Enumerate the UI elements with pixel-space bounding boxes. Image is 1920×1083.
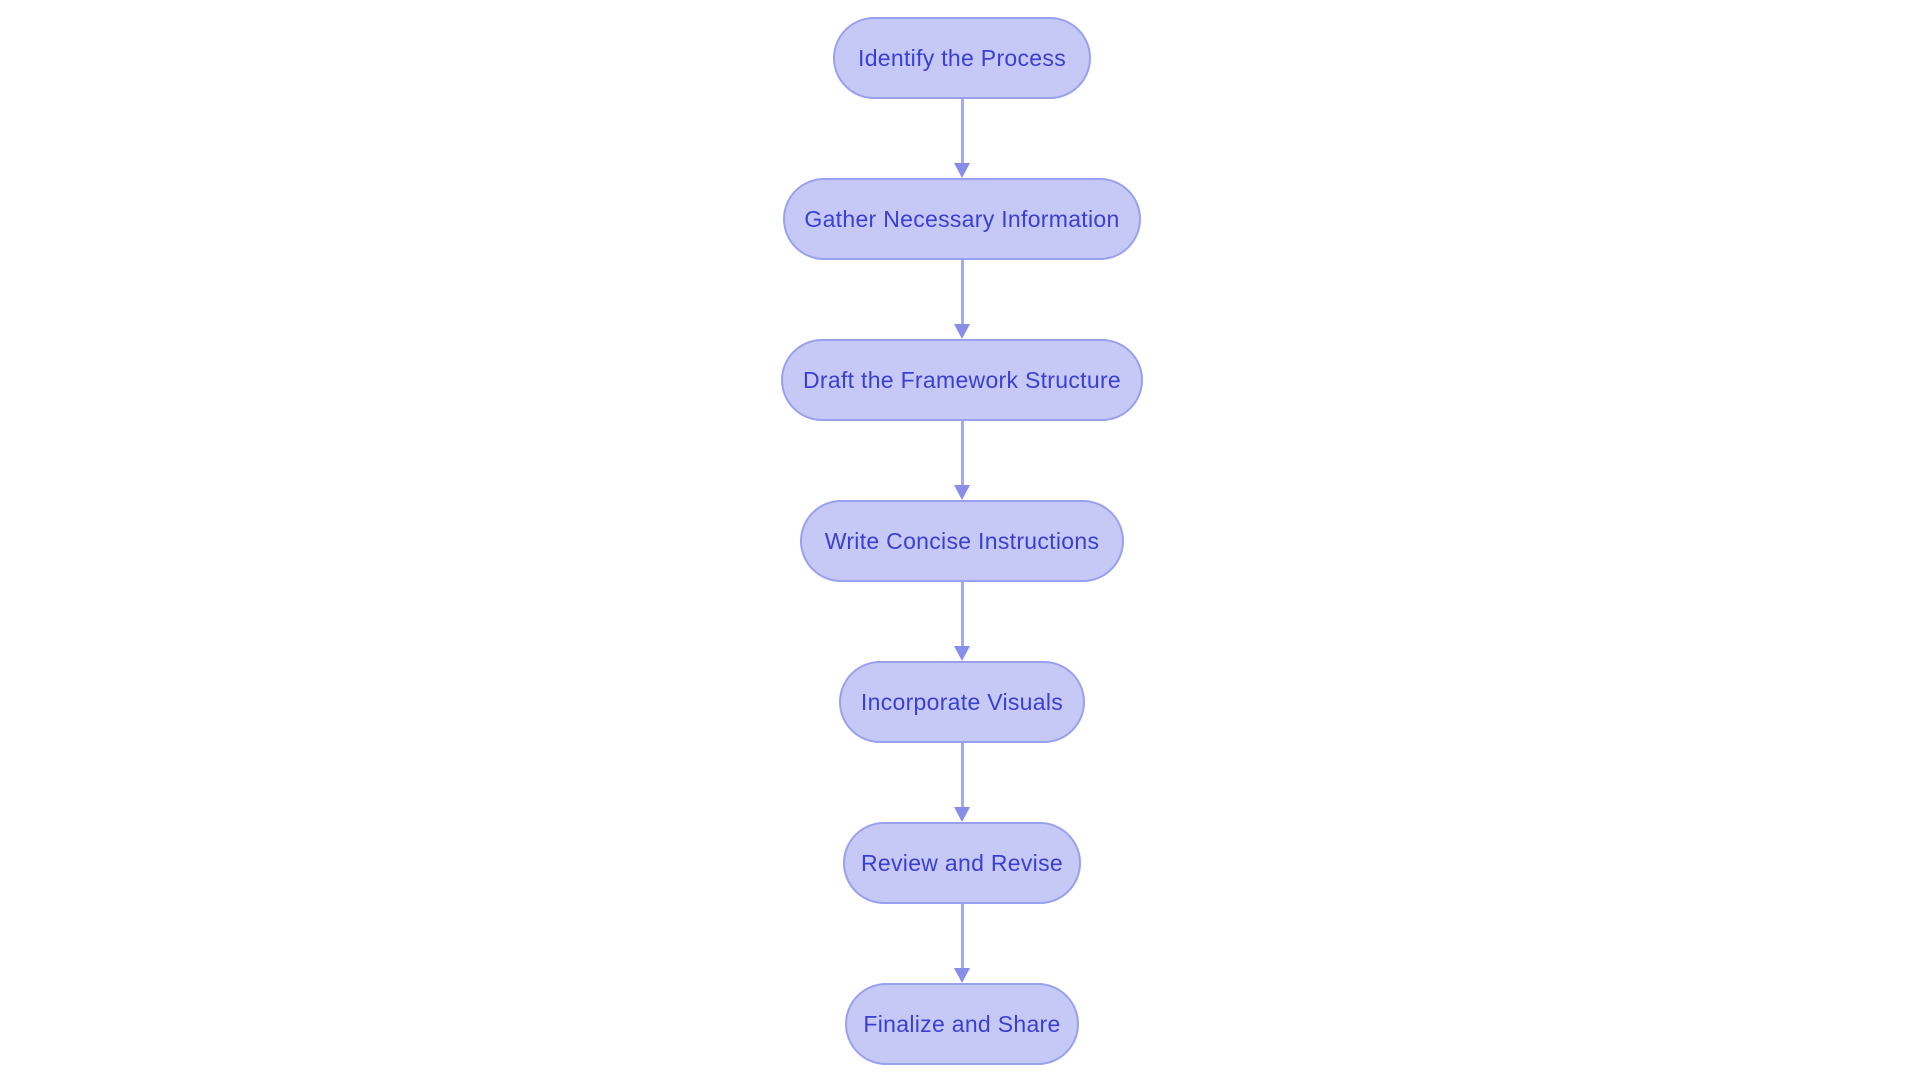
- node-label: Gather Necessary Information: [804, 205, 1120, 232]
- arrow-head-icon: [954, 968, 970, 983]
- flow-node-incorporate-visuals: Incorporate Visuals: [839, 661, 1085, 743]
- arrow-head-icon: [954, 646, 970, 661]
- flow-node-gather-necessary-information: Gather Necessary Information: [783, 178, 1141, 260]
- arrow-stem: [960, 99, 964, 163]
- arrow-stem: [960, 743, 964, 807]
- flow-arrow-4: [954, 582, 970, 661]
- flow-arrow-1: [954, 99, 970, 178]
- flow-arrow-6: [954, 904, 970, 983]
- arrow-stem: [960, 421, 964, 485]
- arrow-stem: [960, 582, 964, 646]
- flow-arrow-3: [954, 421, 970, 500]
- flow-node-write-concise-instructions: Write Concise Instructions: [800, 500, 1124, 582]
- node-label: Incorporate Visuals: [860, 688, 1064, 715]
- node-label: Finalize and Share: [863, 1010, 1061, 1037]
- flow-node-draft-the-framework-structure: Draft the Framework Structure: [781, 339, 1143, 421]
- flow-arrow-5: [954, 743, 970, 822]
- flow-node-review-and-revise: Review and Revise: [843, 822, 1081, 904]
- flow-arrow-2: [954, 260, 970, 339]
- node-label: Identify the Process: [858, 44, 1066, 71]
- flow-node-identify-the-process: Identify the Process: [833, 17, 1091, 99]
- arrow-head-icon: [954, 485, 970, 500]
- node-label: Draft the Framework Structure: [802, 366, 1121, 393]
- node-label: Review and Revise: [861, 849, 1063, 876]
- arrow-head-icon: [954, 163, 970, 178]
- arrow-stem: [960, 904, 964, 968]
- flow-node-finalize-and-share: Finalize and Share: [845, 983, 1079, 1065]
- arrow-head-icon: [954, 324, 970, 339]
- node-label: Write Concise Instructions: [824, 527, 1100, 554]
- arrow-head-icon: [954, 807, 970, 822]
- arrow-stem: [960, 260, 964, 324]
